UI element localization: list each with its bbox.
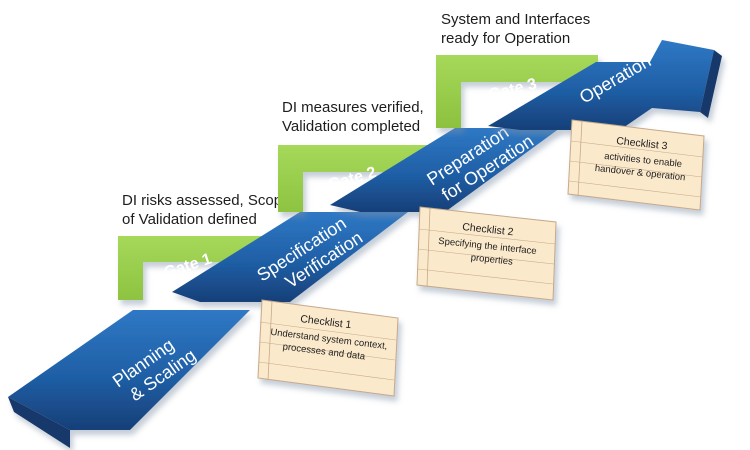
phase-3-arrow (330, 128, 560, 212)
phase-2-arrow (172, 212, 408, 302)
checklist-3 (567, 119, 705, 211)
checklist-2-title: Checklist 2 (462, 221, 514, 238)
phase-1-arrow (8, 310, 250, 448)
checklist-3-title: Checklist 3 (616, 135, 668, 152)
checklist-2 (416, 206, 557, 301)
phase-4-arrow (488, 40, 722, 130)
gate-3-criteria: System and Interfaces ready for Operatio… (441, 11, 594, 47)
gate-1-criteria: DI risks assessed, Scope of Validation d… (122, 192, 295, 228)
checklist-1 (257, 299, 399, 397)
gate-2-criteria: DI measures verified, Validation complet… (282, 99, 428, 135)
